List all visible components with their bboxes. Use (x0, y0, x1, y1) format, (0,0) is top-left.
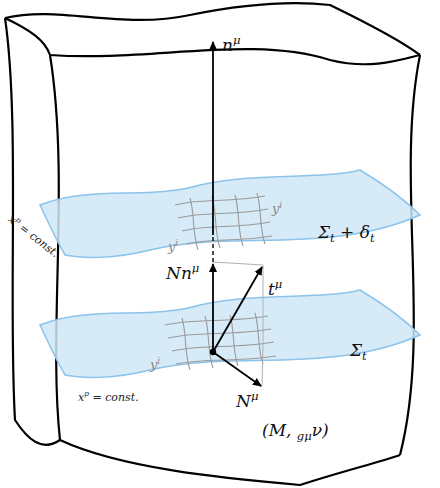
math-label: Σt (350, 340, 367, 364)
math-label: Σt + δt (318, 222, 375, 246)
subscript: t (362, 349, 367, 363)
superscript: i (279, 200, 282, 210)
base-point (210, 349, 216, 355)
subscript: gμ (297, 429, 312, 443)
superscript: i (157, 356, 160, 366)
math-label: Nμ (236, 390, 258, 411)
math-label: tμ (268, 278, 282, 299)
superscript: μ (192, 261, 200, 275)
normal-vector (212, 42, 214, 235)
shift-vector (213, 352, 261, 386)
superscript: μ (251, 389, 259, 403)
superscript: i (175, 238, 178, 248)
math-label: (M, gμν) (262, 420, 329, 444)
vector-sum-guides (213, 262, 263, 386)
hidden-normal-segment (212, 236, 213, 262)
lapse-vector (212, 264, 214, 352)
math-label: xp = const. (78, 390, 139, 404)
superscript: μ (275, 277, 283, 291)
math-label: yi (150, 356, 160, 373)
math-label: Nnμ (166, 262, 199, 283)
math-label: yi (168, 238, 178, 255)
upper-hypersurface (40, 170, 420, 257)
time-vector (213, 267, 262, 352)
subscript: t (330, 231, 335, 245)
superscript: p (14, 215, 23, 225)
superscript: p (84, 389, 89, 398)
math-label: nμ (222, 34, 240, 55)
bottom-edge (60, 440, 400, 485)
coordinate-grid (165, 193, 276, 370)
subscript: t (370, 231, 375, 245)
math-label: yi (272, 200, 282, 217)
right-edge (400, 55, 420, 455)
superscript: μ (233, 33, 241, 47)
